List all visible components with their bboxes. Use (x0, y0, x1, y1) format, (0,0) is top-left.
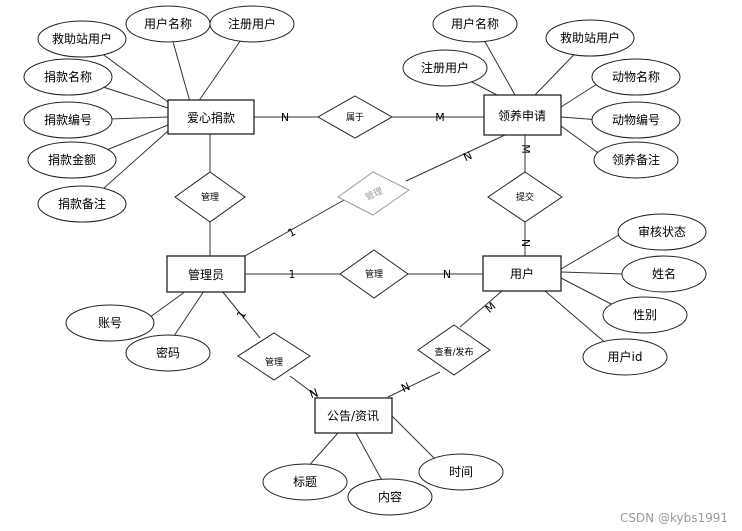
relationship-belongs: 属于 (316, 95, 394, 139)
entity-label: 管理员 (188, 267, 224, 282)
entity-label: 用户 (510, 266, 534, 281)
attribute-user-id: 用户id (608, 349, 643, 364)
entity-admin: 管理员 (166, 255, 246, 293)
attribute-donation-name: 捐款名称 (44, 69, 92, 84)
attribute-gender: 性别 (633, 308, 657, 322)
attribute-account: 账号 (98, 316, 122, 330)
attribute-review-status: 审核状态 (638, 224, 686, 239)
attribute-username: 用户名称 (451, 16, 499, 31)
cardinality-labels: N M N 1 M N 1 N 1 N M N (234, 111, 532, 401)
entity-donation: 爱心捐款 (167, 99, 255, 135)
relationship-manage-adoption: 管理 (337, 171, 410, 216)
cardinality-label: N (281, 111, 289, 124)
cardinality-label: M (483, 300, 499, 316)
relationship-label: 管理 (365, 268, 383, 280)
cardinality-label: 1 (234, 308, 249, 321)
attribute-donation-no: 捐款编号 (44, 112, 92, 127)
attribute-donation-remark: 捐款备注 (58, 196, 106, 211)
entity-label: 领养申请 (498, 108, 546, 123)
attribute-name: 姓名 (652, 266, 676, 281)
entity-notice: 公告/资讯 (314, 397, 393, 434)
attribute-rescue-user: 救助站用户 (52, 31, 112, 46)
attribute-adoption-remark: 领养备注 (612, 152, 660, 167)
attribute-animal-name: 动物名称 (612, 69, 660, 84)
attribute-time: 时间 (449, 465, 473, 479)
relationship-view-publish: 查看/发布 (417, 324, 491, 376)
attribute-rescue-user: 救助站用户 (560, 30, 620, 45)
entity-label: 爱心捐款 (187, 111, 235, 125)
relationship-submit: 提交 (487, 171, 563, 223)
cardinality-label: N (443, 268, 451, 281)
relationship-label: 提交 (516, 191, 534, 203)
attribute-donation-amount: 捐款金额 (48, 152, 96, 167)
relationship-label: 属于 (346, 112, 364, 123)
relationship-label: 管理 (265, 356, 283, 368)
attribute-registered-user: 注册用户 (421, 60, 469, 75)
relationship-manage-user: 管理 (339, 249, 409, 299)
entity-user: 用户 (482, 255, 562, 292)
cardinality-label: N (519, 239, 532, 247)
watermark: CSDN @kybs1991 (619, 511, 728, 525)
cardinality-label: 1 (289, 268, 296, 281)
relationship-manage-donation: 管理 (174, 171, 246, 223)
attribute-animal-no: 动物编号 (612, 112, 660, 127)
relationship-label: 查看/发布 (434, 346, 473, 358)
cardinality-label: N (308, 386, 320, 401)
attribute-content: 内容 (378, 489, 402, 504)
entity-label: 公告/资讯 (327, 409, 379, 423)
attribute-labels: 救助站用户 用户名称 注册用户 捐款名称 捐款编号 捐款金额 捐款备注 用户名称… (44, 16, 686, 504)
attribute-password: 密码 (156, 345, 180, 360)
attribute-registered-user: 注册用户 (228, 16, 276, 31)
attribute-ellipses (23, 5, 707, 516)
entity-adoption: 领养申请 (483, 94, 562, 136)
cardinality-label: N (461, 149, 474, 164)
relationship-label: 管理 (201, 191, 219, 203)
cardinality-label: M (519, 144, 532, 154)
cardinality-label: M (435, 111, 445, 124)
relationship-manage-notice: 管理 (237, 332, 311, 381)
cardinality-label: N (399, 380, 412, 395)
attribute-title: 标题 (293, 475, 317, 489)
attribute-username: 用户名称 (144, 16, 192, 31)
